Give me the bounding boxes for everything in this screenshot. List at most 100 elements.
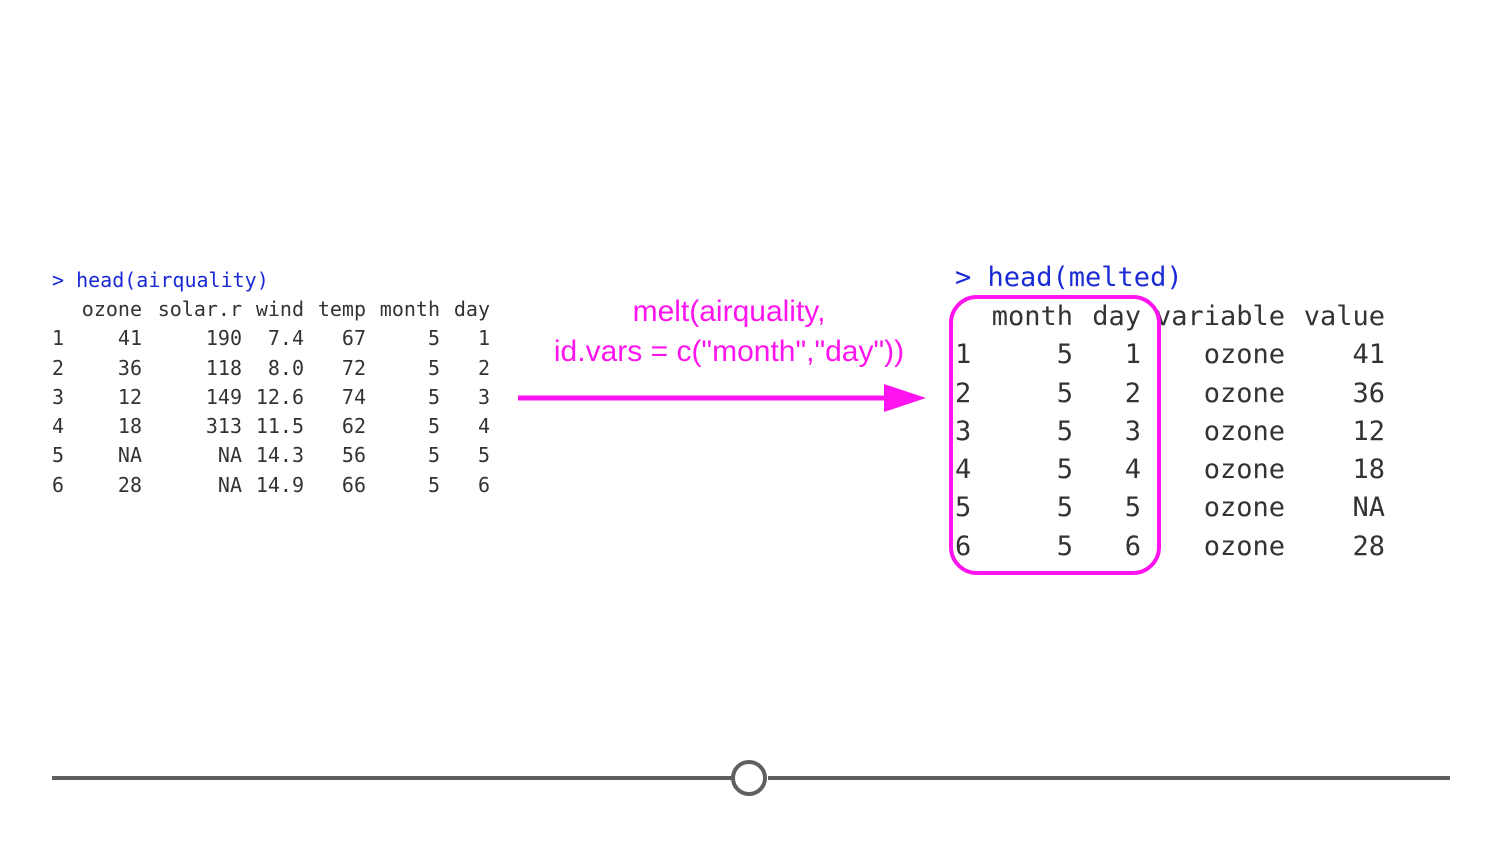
airquality-output: > head(airquality) ozone solar.r wind te…: [52, 265, 490, 500]
table-cell: 62: [341, 414, 366, 439]
table-cell: 7.4: [267, 326, 304, 351]
table-cell: 14.3: [255, 443, 304, 468]
table-cell: 2: [1124, 377, 1141, 409]
table-cell: 66: [341, 472, 366, 497]
table-cell: 5: [1056, 492, 1073, 524]
column-header: day: [453, 297, 490, 321]
table-cell: NA: [117, 443, 142, 468]
table-cell: 4: [52, 414, 65, 439]
table-header-row: ozone solar.r wind temp month day: [52, 295, 490, 324]
table-cell: 72: [341, 355, 366, 380]
column-header: temp: [317, 297, 366, 321]
table-cell: 28: [117, 472, 142, 497]
table-row: 1 5 1 ozone 41: [955, 336, 1385, 374]
table-cell: 12: [117, 384, 142, 409]
table-cell: 14.9: [255, 472, 304, 497]
table-cell: ozone: [1203, 492, 1285, 524]
table-cell: 4: [477, 414, 490, 439]
table-row: 2 5 2 ozone 36: [955, 375, 1385, 413]
table-row: 5 NA NA 14.3 56 5 5: [52, 441, 490, 470]
table-row: 6 28 NA 14.9 66 5 6: [52, 471, 490, 500]
table-cell: 1: [477, 326, 490, 351]
table-cell: ozone: [1203, 377, 1285, 409]
table-cell: NA: [217, 472, 242, 497]
table-cell: 5: [427, 326, 440, 351]
table-cell: 6: [477, 472, 490, 497]
table-cell: 41: [1352, 339, 1385, 371]
table-row: 2 36 118 8.0 72 5 2: [52, 354, 490, 383]
table-cell: 41: [117, 326, 142, 351]
melt-command-line-1: melt(airquality,: [632, 295, 826, 328]
table-cell: NA: [1352, 492, 1385, 524]
column-header: variable: [1154, 301, 1285, 332]
table-cell: 5: [1056, 454, 1073, 486]
table-cell: 1: [955, 339, 972, 371]
column-header: ozone: [81, 297, 142, 321]
table-row: 4 18 313 11.5 62 5 4: [52, 412, 490, 441]
table-cell: 11.5: [255, 414, 304, 439]
melted-output: > head(melted) month day variable value …: [955, 258, 1385, 566]
table-cell: 36: [117, 355, 142, 380]
table-cell: 149: [205, 384, 242, 409]
table-row: 3 5 3 ozone 12: [955, 413, 1385, 451]
table-cell: 28: [1352, 530, 1385, 562]
melt-command-line-2: id.vars = c("month","day")): [553, 335, 905, 368]
column-header: day: [1092, 301, 1141, 332]
table-cell: 313: [205, 414, 242, 439]
table-cell: 5: [427, 355, 440, 380]
table-cell: 5: [427, 414, 440, 439]
melt-command: melt(airquality, id.vars = c("month","da…: [540, 292, 918, 372]
table-cell: 5: [1056, 530, 1073, 562]
id-vars-highlight: [949, 295, 1161, 575]
column-header: solar.r: [157, 297, 242, 321]
table-cell: ozone: [1203, 339, 1285, 371]
table-row: 6 5 6 ozone 28: [955, 528, 1385, 566]
table-row: 3 12 149 12.6 74 5 3: [52, 383, 490, 412]
table-cell: 118: [205, 355, 242, 380]
slider-handle[interactable]: [731, 760, 767, 796]
table-cell: 5: [1056, 339, 1073, 371]
right-arrow-icon: [518, 384, 926, 412]
table-cell: 74: [341, 384, 366, 409]
table-cell: 2: [955, 377, 972, 409]
table-header-row: month day variable value: [955, 298, 1385, 336]
table-cell: 5: [1056, 377, 1073, 409]
table-cell: 6: [52, 472, 65, 497]
table-cell: 36: [1352, 377, 1385, 409]
melted-prompt: > head(melted): [955, 262, 1183, 293]
table-row: 5 5 5 ozone NA: [955, 489, 1385, 527]
column-header: month: [991, 301, 1073, 332]
slider-track-left: [52, 776, 732, 780]
melted-table: month day variable value 1 5 1 ozone 4 1 …: [955, 298, 1385, 566]
table-cell: 8.0: [267, 355, 304, 380]
table-cell: 5: [1124, 492, 1141, 524]
airquality-table: ozone solar.r wind temp month day 1 41 1…: [52, 295, 490, 500]
table-cell: 3: [477, 384, 490, 409]
table-cell: 5: [1056, 415, 1073, 447]
column-header: [52, 295, 76, 324]
table-cell: 190: [205, 326, 242, 351]
table-cell: 5: [955, 492, 972, 524]
table-cell: 2: [477, 355, 490, 380]
table-cell: 5: [427, 472, 440, 497]
table-cell: 5: [52, 443, 65, 468]
table-row: 4 5 4 ozone 18: [955, 451, 1385, 489]
table-cell: 4: [955, 454, 972, 486]
column-header: wind: [255, 297, 304, 321]
table-cell: 2: [52, 355, 65, 380]
table-cell: NA: [217, 443, 242, 468]
airquality-prompt: > head(airquality): [52, 268, 269, 292]
table-cell: 3: [52, 384, 65, 409]
table-cell: 1: [1124, 339, 1141, 371]
table-cell: ozone: [1203, 530, 1285, 562]
table-cell: ozone: [1203, 454, 1285, 486]
table-cell: 12: [1352, 415, 1385, 447]
slider-track-right: [768, 776, 1450, 780]
column-header: month: [379, 297, 440, 321]
table-cell: 67: [341, 326, 366, 351]
table-cell: 1: [52, 326, 65, 351]
column-header: value: [1303, 301, 1385, 332]
table-cell: 3: [955, 415, 972, 447]
table-cell: ozone: [1203, 415, 1285, 447]
table-cell: 5: [427, 443, 440, 468]
